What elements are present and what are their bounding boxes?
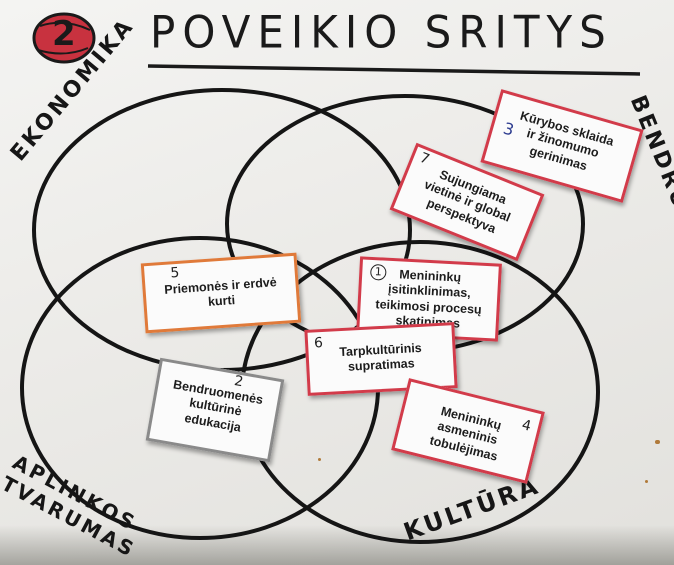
- title-number: 2: [52, 14, 76, 54]
- card-number: 4: [520, 417, 533, 435]
- title-number-badge: [32, 12, 96, 64]
- card-number: 6: [313, 335, 324, 352]
- card-priemones-erdve: 5 Priemonės ir erdvė kurti: [140, 252, 302, 334]
- title-underline: [147, 64, 641, 76]
- card-text: Tarpkultūrinis supratimas: [339, 340, 423, 374]
- page-title: POVEIKIO SRITYS: [150, 6, 613, 59]
- card-number: 5: [169, 264, 180, 282]
- speck: [318, 458, 321, 461]
- speck: [645, 480, 648, 483]
- speck: [655, 440, 660, 444]
- card-number: 2: [232, 373, 245, 391]
- card-text: Bendruomenės kultūrinė edukacija: [172, 377, 265, 435]
